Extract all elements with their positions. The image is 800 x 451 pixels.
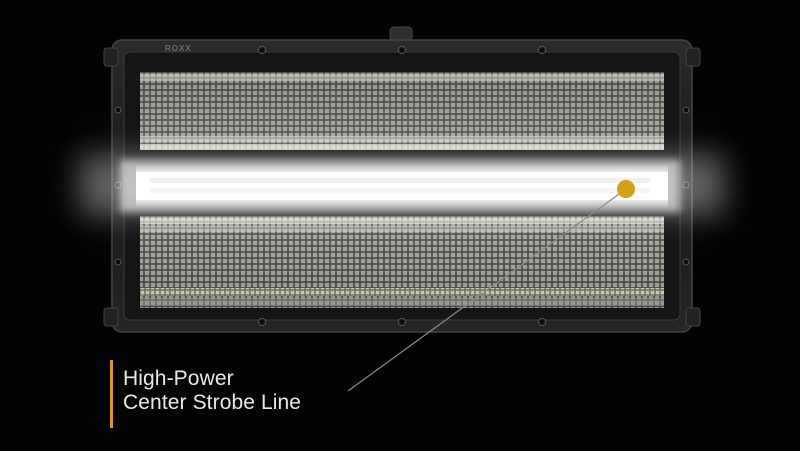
mount-knob <box>389 26 413 42</box>
callout-label: High-Power Center Strobe Line <box>123 367 301 415</box>
lower-led-array <box>140 216 664 308</box>
upper-led-array <box>140 72 664 150</box>
brand-logo: ROXX <box>165 44 192 53</box>
strobe-callout: High-Power Center Strobe Line <box>110 360 370 428</box>
callout-accent-bar <box>110 360 113 428</box>
callout-line-2: Center Strobe Line <box>123 391 302 414</box>
callout-line-1: High-Power <box>123 367 234 390</box>
callout-leader-line <box>347 188 627 392</box>
callout-marker-dot <box>617 180 635 198</box>
center-strobe-line <box>80 155 724 215</box>
